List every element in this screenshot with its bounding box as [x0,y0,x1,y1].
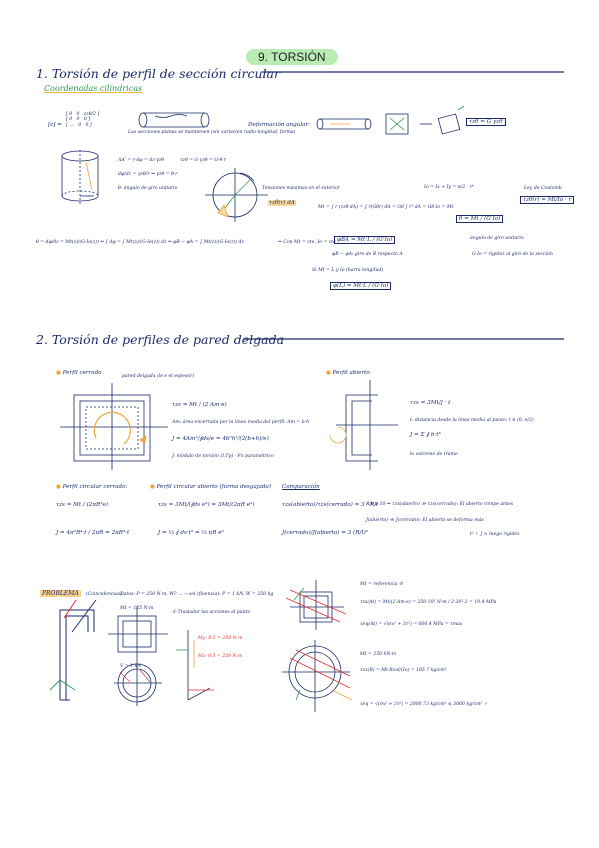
tau-circ-closed: τzs = Mt / (2πR²e) [56,502,108,508]
problem-right-square [285,580,347,630]
problem-axes-sketch [176,630,214,701]
problem-mt2: Mt = 250 kN·m [360,652,397,657]
phi-box-2: φ(L) = Mt·L / (G·Io) [330,282,392,290]
problem-moment-a: My: 0.5 = 250 N·m [198,636,243,641]
element-sketch [385,105,465,135]
am-note: Am: área encerrada por la línea media de… [172,420,310,425]
j-ratio: J(cerrado)/J(abierto) = 3 (R/t)² [282,530,369,536]
io-eq: Io = Ix + Iy = π/2 · r⁴ [424,185,474,190]
theta-box: θ = Mt / (G·Io) [456,215,504,223]
comparison-ratio: τzs(abierto)/τzs(cerrado) = 3 · R/t [282,502,379,508]
circ-closed-label: ● Perfil circular cerrado: [56,484,128,490]
tensiones-note: Tensiones máximas en el exterior [262,186,340,191]
arc-eq: AA' = r·dφ = dz·γzθ [118,158,165,163]
problem-tau-mid: τxz(B) = Mt·Rcol/(Io) = 185.7 kg/cm² [360,668,447,673]
section1-subtitle: Coordenadas cilíndricas [44,84,143,93]
conclusion-2: J(abierto) ≪ J(cerrado): El abierto se d… [366,518,484,523]
j-circ-closed: J = 4π²R⁴·t / 2πR = 2πR³·t [56,530,130,536]
bar-sketch [138,112,210,128]
problem-tau-final: τeq = √(σx² + 3τ²) = 2800.73 kg/cm² ≤ 30… [360,702,488,707]
tau-open: τzs = 3Mt/J · t [410,400,451,406]
problem-v-label: V = 1 kN [120,664,142,669]
problem-step: ① Trasladar las acciones al punto [172,610,251,615]
open-profile-sketch [329,380,398,470]
if-note: Si Mt = L y Io (barra longitud) [312,268,384,273]
j-closed: J = 4Am²/∮ds/e = 4b²h²/(2(b+h)/e) [172,436,269,442]
tau-eq: τzθ = G·γzθ = G·θ·r [180,158,226,163]
hooke-box: τzθ(r) = Mt/Io · r [520,196,575,204]
closed-profile-label: ● Perfil cerrado [56,370,102,376]
planes-note: Las secciones planas se mantienen (sin v… [128,130,296,135]
polar-section-sketch [205,168,268,222]
problem-mt-label: Mt = 125 N·m [120,606,154,611]
gio-note: G·Io = rigidez al giro de la sección [472,252,553,257]
tau-dA: τzθ(r) dA [268,200,296,206]
integration-eq: θ = dφ/dz = Mt(z)/(G·Io(z)) ⇒ ∫ dφ = ∫ M… [36,240,244,245]
problem-data: Datos: P = 250 N·m, W? ... → sol (fluenc… [120,592,274,597]
section2-title: 2. Torsión de perfiles de pared delgada [36,332,285,347]
theta-note: θ: ángulo de giro unitario [118,186,178,191]
gamma-box: τzθ = G γzθ [466,118,506,126]
problem-tau-t: τzs(At) = Mt/(2·Am·e) = 250·10³ N·m / 2·… [360,600,497,605]
relative-rotation-note: φB − φA: giro de B respecto A [332,252,403,257]
const-note: ⇒ Con Mt = cte, Io = cte [278,240,336,245]
deformation-sketch [316,118,372,130]
problem-tag: PROBLEMA (Coincidencias) [40,590,122,597]
circ-open-label: ● Perfil circular abierto (forma desgaja… [150,484,272,490]
section1-title: 1. Torsión de perfil de sección circular [36,66,280,81]
j-note: J: módulo de torsión (I.Tp) · Fn paramét… [172,454,274,459]
conclusion-1: R/t ≥ 10 ⇒ τzs(abierto) ≫ τzs(cerrado): … [366,502,514,507]
problem-tau-eq: τeq(At) = √(σx² + 3τ²) = 600.4 MPa = τma… [360,622,463,627]
j-open: J = Σ ∮ b·t³ [410,432,441,438]
problem-right-head: Mt = referencia ⑤ [360,582,403,587]
strain-matrix-label: [ε] = [48,122,62,128]
closed-profile-sketch [60,383,168,470]
hooke-label: Ley de Coulomb [524,186,562,191]
comparison-label: Comparación [282,484,320,490]
conclusion-3: t² ↑ J ≈ luego rigidez [470,532,520,537]
def-angular-label: Deformación angular: [248,122,311,128]
strain-matrix: [ 0 0 εzθ/2 ][ 0 0 0 ][ … 0 0 ] [66,112,100,128]
t-note: t: distancia desde la línea media al pun… [410,418,534,423]
page-title: 9. TORSIÓN [246,49,338,65]
problem-right-ring [282,640,353,712]
e-note: b: extremo de tramo [410,452,458,457]
tau-circ-open: τzs = 3Mt/(∮ds e³) = 3Mt/(2πR e²) [158,502,255,508]
tau-closed: τzs = Mt / (2·Am·e) [172,402,227,408]
closed-profile-note: pared delgada (le e el espesor) [122,374,195,379]
dphi-eq: dφ/dz = γzθ/r ⇒ γzθ = θ·r [118,172,178,177]
problem-frame-sketch [49,599,97,701]
j-circ-open: J = ⅓ ∮ ds·t³ = ⅔ πR e³ [158,530,224,536]
problem-moment-b: Mz: 0.5 = 250 N·m [198,654,243,659]
giro-note: ángulo de giro unitario [470,236,524,241]
cylinder-sketch [61,150,99,205]
mt-eq: Mt = ∫ r (τzθ dA) = ∫ r(Gθr) dA = Gθ ∫ r… [318,205,454,210]
open-profile-label: ● Perfil abierto [326,370,370,376]
problem-sections-sketch [108,606,168,706]
phi-box: φBA = Mt·L / (G·Io) [334,236,396,244]
